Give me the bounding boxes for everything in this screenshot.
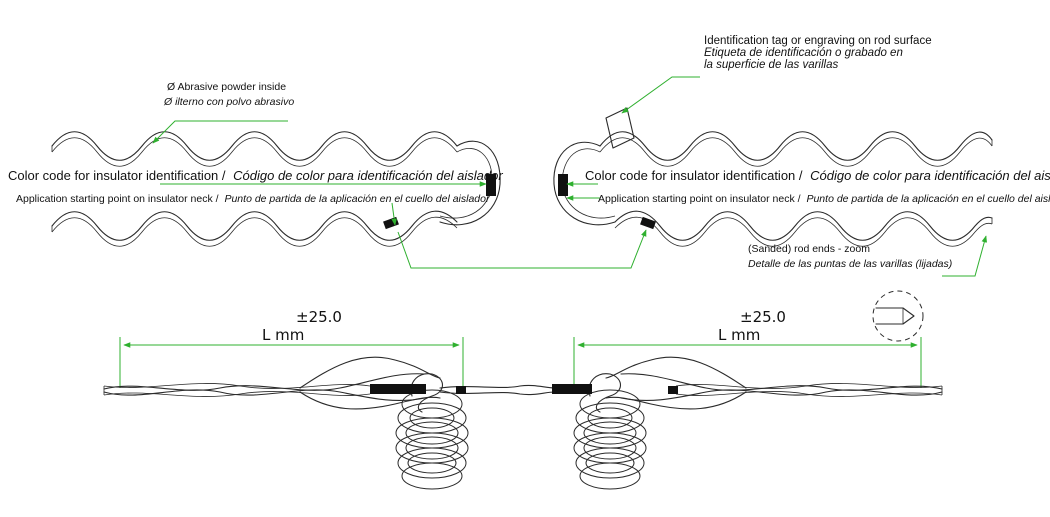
- bottom-right-band: [552, 384, 592, 394]
- start-left-leader-a: [391, 202, 397, 226]
- right-rod-lower-strand-2: [614, 216, 993, 247]
- tag-label-es-2: la superficie de las varillas: [704, 59, 838, 71]
- abrasive-label-en: Ø Abrasive powder inside: [167, 81, 286, 93]
- right-rod-upper-strand-2: [599, 137, 993, 167]
- right-neck-loop: [588, 373, 622, 413]
- right-preformed-rod: [553, 107, 993, 247]
- tag-label-es-1: Etiqueta de identificación o grabado en: [704, 47, 903, 59]
- leader-lines: [152, 76, 988, 277]
- rod-ends-label-es: Detalle de las puntas de las varillas (l…: [748, 258, 952, 270]
- left-color-code-band: [486, 174, 496, 196]
- bottom-left-band: [370, 384, 426, 394]
- left-rod-loop: [439, 140, 501, 226]
- tag-leader: [621, 76, 700, 114]
- abrasive-leader: [152, 120, 288, 144]
- start-right-label: Application starting point on insulator …: [598, 193, 1050, 205]
- color-code-right-en: Color code for insulator identification …: [585, 168, 1050, 183]
- bottom-left-band-2: [456, 386, 466, 394]
- rod-end-zoom-detail: [872, 290, 924, 342]
- right-rod-loop-inner: [561, 148, 616, 219]
- rod-ends-label-en: (Sanded) rod ends - zoom: [748, 243, 870, 255]
- left-rod-upper-strand: [51, 131, 458, 161]
- right-start-mark: [640, 216, 656, 230]
- left-preformed-rod: [51, 131, 501, 247]
- left-rod-loop-inner: [439, 147, 493, 219]
- right-rod-upper-strand: [599, 131, 993, 161]
- start-link-leader: [397, 229, 647, 269]
- right-insulator: [573, 389, 647, 490]
- right-dimension-tolerance: ±25.0: [740, 308, 786, 326]
- bottom-right-band-2: [668, 386, 678, 394]
- tag-label-en: Identification tag or engraving on rod s…: [704, 35, 932, 47]
- color-code-left-en: Color code for insulator identification …: [8, 168, 503, 183]
- right-dimension: ±25.0 L mm: [573, 308, 922, 388]
- bottom-rod-strands: [103, 356, 943, 410]
- rod-ends-leader: [942, 235, 988, 277]
- left-dimension-length: L mm: [262, 326, 304, 344]
- right-color-code-band: [558, 174, 568, 196]
- left-start-mark: [383, 216, 399, 230]
- left-rod-lower-strand-2: [51, 216, 458, 247]
- right-dimension-length: L mm: [718, 326, 760, 344]
- bottom-assembly: [103, 356, 943, 490]
- left-insulator: [395, 389, 469, 490]
- start-left-label: Application starting point on insulator …: [16, 193, 490, 205]
- left-rod-upper-strand-2: [51, 137, 458, 167]
- left-dimension: ±25.0 L mm: [119, 308, 464, 388]
- right-rod-lower-strand: [614, 210, 993, 241]
- identification-tag: [605, 107, 635, 149]
- right-rod-loop: [553, 141, 616, 226]
- left-neck-loop: [410, 373, 444, 413]
- left-dimension-tolerance: ±25.0: [296, 308, 342, 326]
- left-rod-lower-strand: [51, 210, 458, 241]
- abrasive-label-es: Ø ilterno con polvo abrasivo: [163, 96, 294, 108]
